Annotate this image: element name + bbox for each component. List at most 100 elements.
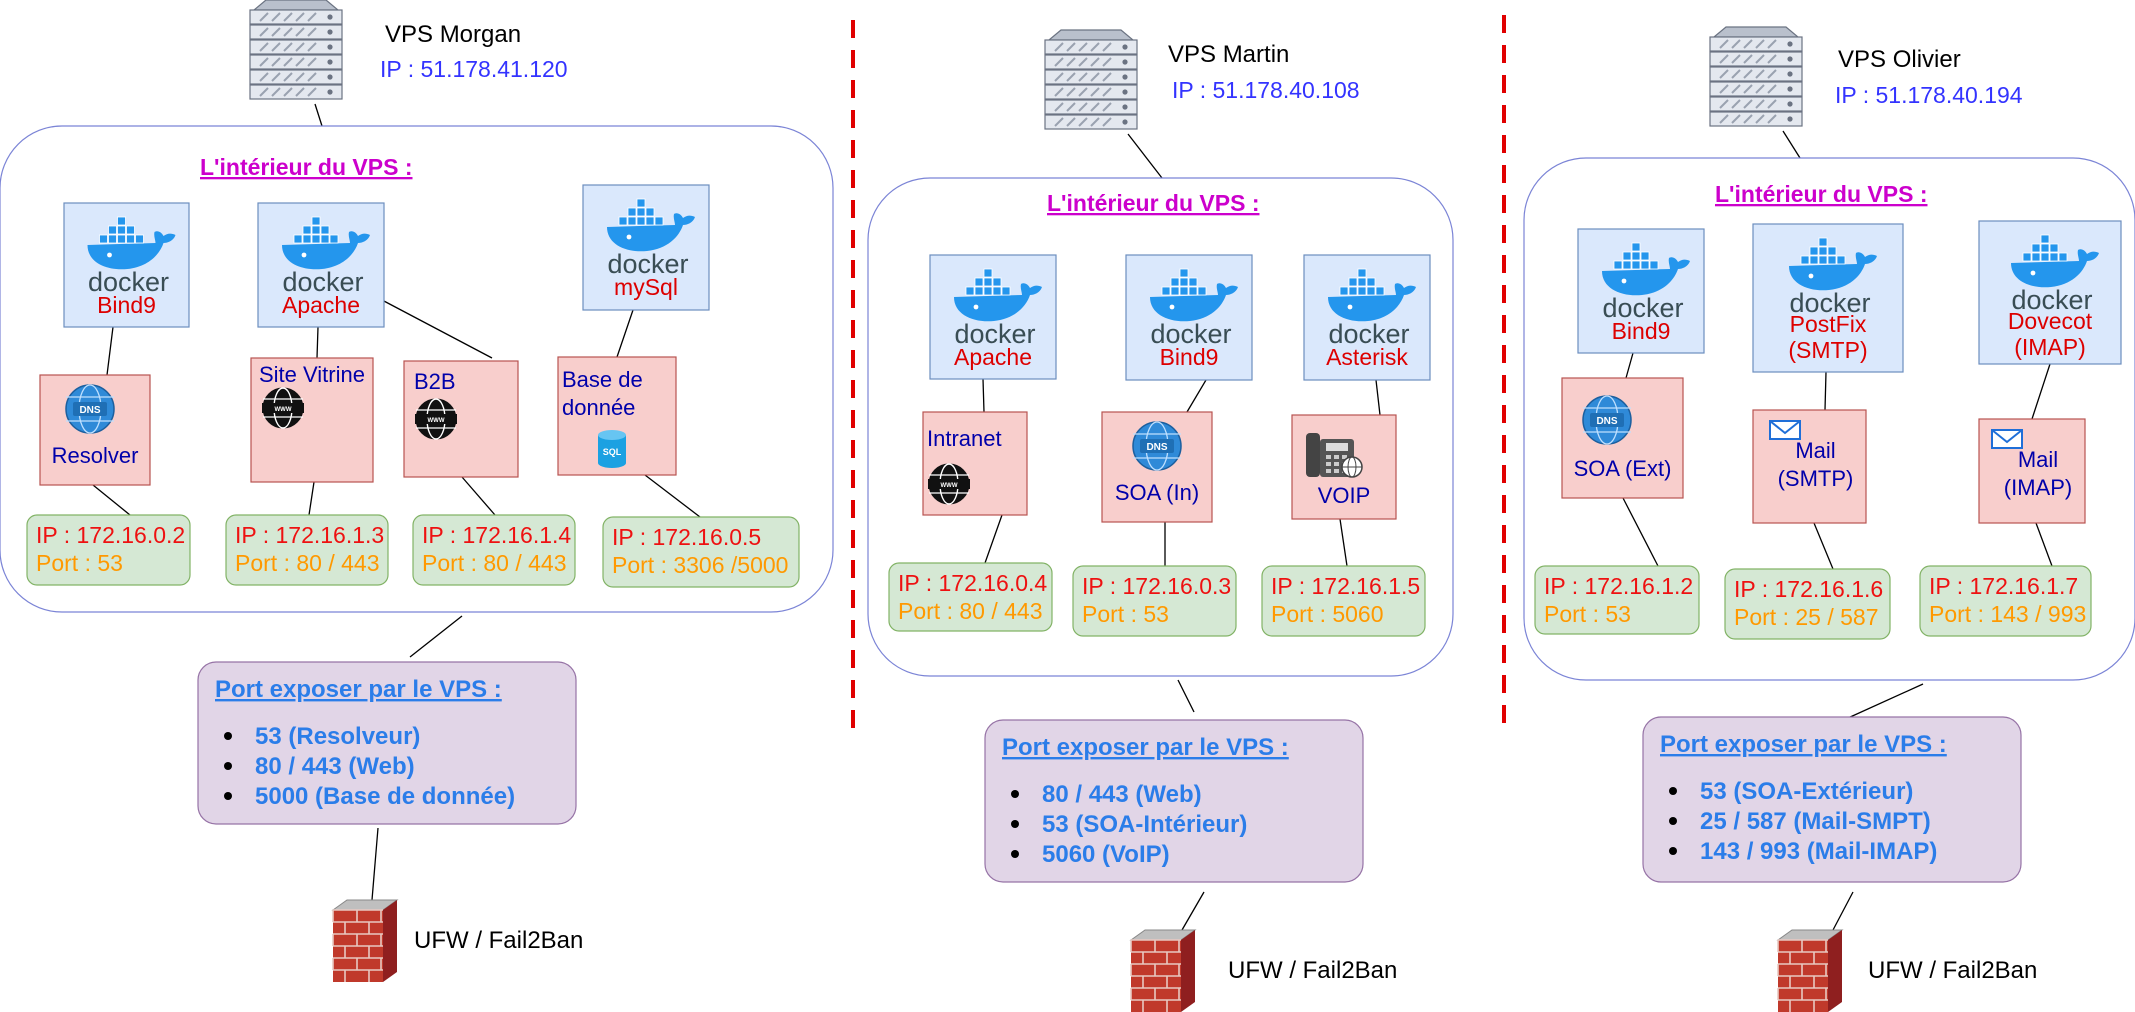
endpoint-frame: [1072, 565, 1237, 637]
server-grille: [271, 42, 281, 52]
service-label: B2B: [414, 369, 456, 394]
container-label: Dovecot(IMAP): [2008, 308, 2093, 360]
docker-eye: [626, 234, 632, 240]
server-grille: [1054, 117, 1064, 127]
docker-container-block: [636, 207, 646, 217]
server-grille: [307, 27, 317, 37]
globe-band: [928, 479, 970, 489]
server-grille: [1102, 102, 1112, 112]
docker-container-block: [1809, 246, 1819, 256]
envelope-flap: [1991, 429, 2023, 444]
docker-container-block: [1179, 277, 1189, 287]
exposed-port-item: 53 (SOA-Intérieur): [1042, 811, 1247, 838]
docker-whale: [1602, 257, 1690, 296]
service-box: Mail(IMAP): [1978, 418, 2086, 524]
docker-container-block: [1809, 255, 1819, 265]
endpoint-ip: IP : 172.16.0.5: [612, 524, 761, 550]
firewall-icon: [331, 899, 399, 982]
server-grille: [259, 87, 269, 97]
connector-line: [2031, 363, 2051, 420]
docker-whale: [282, 231, 370, 270]
docker-eye: [107, 252, 112, 258]
server-led: [1122, 89, 1128, 95]
docker-container-block: [302, 234, 312, 244]
connector-line: [1832, 891, 1854, 931]
endpoint-port: Port : 3306 /5000: [612, 552, 788, 578]
server-grille: [1731, 84, 1741, 94]
docker-container-block: [320, 234, 330, 244]
service-label: Intranet: [927, 426, 1002, 451]
ports-frame: [1642, 716, 2022, 883]
vps-name: VPS Morgan: [385, 21, 521, 48]
docker-container-block: [1631, 251, 1641, 261]
wall-side: [383, 900, 397, 982]
server-grille: [1054, 102, 1064, 112]
server-icon: [1044, 29, 1138, 130]
server-led: [1787, 71, 1793, 77]
server-grille: [271, 12, 281, 22]
endpoint-port: Port : 53: [1082, 601, 1169, 627]
docker-container-block: [1179, 268, 1189, 278]
server-grille: [1102, 117, 1112, 127]
docker-container-block: [1188, 286, 1198, 296]
db-body: [598, 435, 626, 468]
bullet: [1011, 790, 1019, 798]
server-led: [327, 59, 333, 65]
ports-title: Port exposer par le VPS :: [1660, 731, 1947, 758]
docker-container-block: [1613, 260, 1623, 270]
service-label: SOA (In): [1115, 480, 1199, 505]
server-led: [1122, 104, 1128, 110]
container-label: Apache: [954, 344, 1032, 370]
docker-wordmark: docker: [1150, 319, 1231, 349]
globe-band: [415, 414, 457, 424]
connector-line: [461, 476, 496, 516]
docker-container-block: [2031, 243, 2041, 253]
server-led: [1787, 41, 1793, 47]
docker-container-block: [1170, 277, 1180, 287]
docker-container-block: [2040, 234, 2050, 244]
service-label-line: Mail: [1795, 438, 1835, 463]
server-grille: [283, 87, 293, 97]
server-grille: [259, 27, 269, 37]
connector-line: [1177, 679, 1195, 713]
container-label-line: Bind9: [97, 292, 156, 318]
container-label: PostFix(SMTP): [1788, 311, 1867, 363]
service-label: Mail(SMTP): [1778, 438, 1854, 491]
server-grille: [1054, 87, 1064, 97]
docker-whale: [1328, 283, 1416, 322]
server-grille: [1743, 114, 1753, 124]
docker-icon: docker: [2011, 234, 2099, 315]
sql-text: SQL: [603, 447, 622, 457]
docker-container-block: [108, 225, 117, 235]
server-grille: [1090, 87, 1100, 97]
docker-icon: docker: [954, 268, 1042, 349]
docker-container-block: [983, 277, 993, 287]
service-label-line: Mail: [2018, 447, 2058, 472]
phone-key: [1334, 469, 1339, 473]
container-label-line: mySql: [614, 274, 678, 300]
docker-container-block: [1631, 242, 1641, 252]
exposed-ports-box: Port exposer par le VPS :53 (Resolveur)8…: [197, 661, 577, 825]
vps-container: [1523, 157, 2135, 681]
endpoint-frame: [1724, 568, 1891, 640]
connector-line: [616, 309, 634, 358]
server-grille: [259, 12, 269, 22]
server-grille: [1767, 114, 1777, 124]
bullet: [224, 732, 232, 740]
endpoint-frame: [1261, 565, 1426, 637]
server-led: [1122, 59, 1128, 65]
docker-container-block: [636, 216, 646, 226]
server-grille: [1755, 39, 1765, 49]
server-top: [252, 0, 340, 11]
server-grille: [1743, 84, 1753, 94]
docker-container-block: [992, 277, 1002, 287]
docker-whale: [954, 283, 1042, 322]
firewall-icon: [1129, 929, 1197, 1012]
endpoint-frame: [602, 516, 800, 588]
